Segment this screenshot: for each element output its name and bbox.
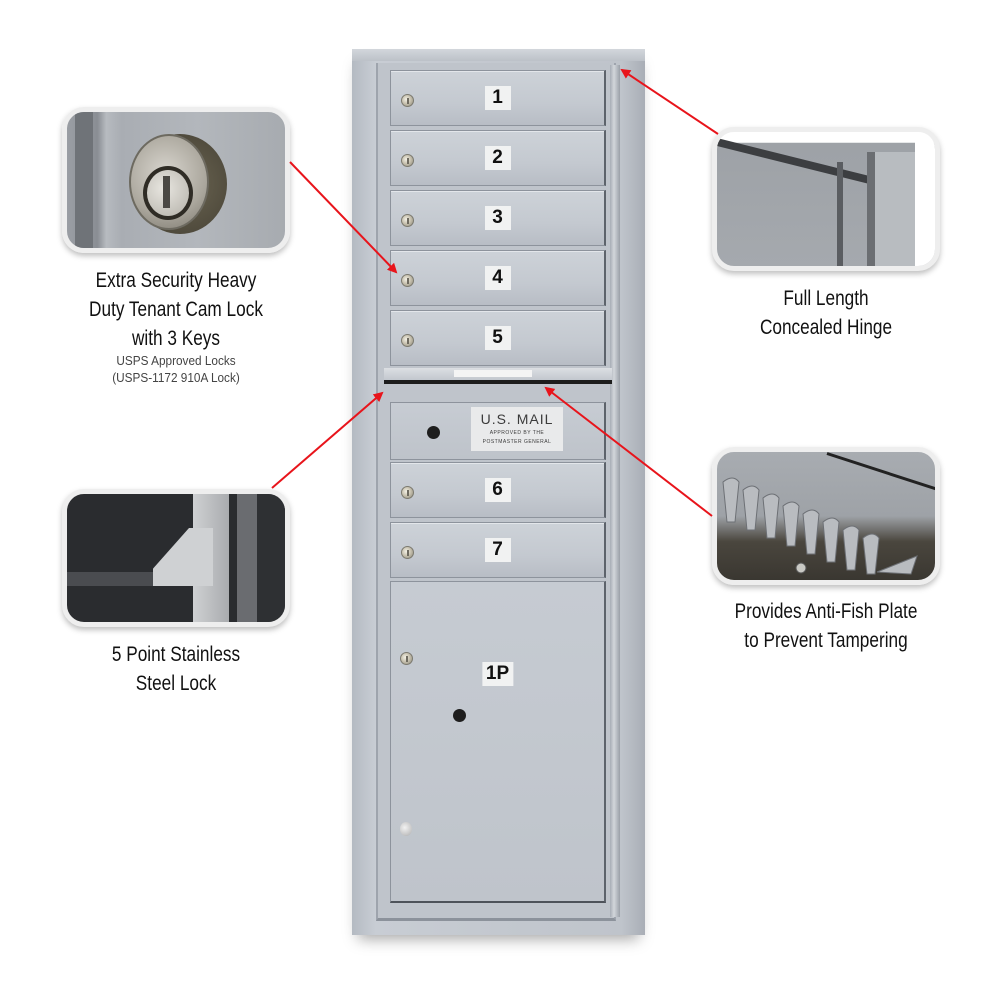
us-mail-plate: U.S. MAIL APPROVED BY THE POSTMASTER GEN… bbox=[471, 407, 563, 451]
mailbox-door-6[interactable]: 6 bbox=[390, 462, 606, 518]
unit-top-trim bbox=[352, 49, 645, 61]
caption-cam-lock: Extra Security Heavy Duty Tenant Cam Loc… bbox=[64, 266, 287, 387]
frame-shadow bbox=[257, 494, 285, 622]
door-number: 5 bbox=[484, 326, 511, 350]
hinge-edge bbox=[867, 152, 875, 266]
lock-bezel-icon bbox=[129, 134, 209, 230]
key-slot bbox=[163, 176, 170, 208]
cam-lock-photo bbox=[62, 107, 290, 253]
slot-sticker bbox=[454, 370, 532, 377]
frame-edge bbox=[75, 112, 93, 248]
anti-fish-teeth-icon bbox=[722, 477, 918, 575]
us-mail-subtitle-1: APPROVED BY THE bbox=[489, 430, 545, 436]
cam-lock-icon bbox=[401, 214, 414, 227]
caption-anti-fish: Provides Anti-Fish Plate to Prevent Tamp… bbox=[706, 597, 945, 655]
caption-stainless-lock: 5 Point Stainless Steel Lock bbox=[64, 640, 287, 698]
parcel-number: 1P bbox=[481, 662, 514, 686]
caption-line: Duty Tenant Cam Lock bbox=[89, 298, 263, 321]
screw-icon bbox=[795, 562, 807, 574]
caption-subline: USPS Approved Locks bbox=[116, 354, 236, 368]
lock-cylinder bbox=[147, 170, 189, 216]
rivet-icon bbox=[400, 822, 412, 836]
door-number: 2 bbox=[484, 146, 511, 170]
keyhole-icon bbox=[427, 426, 440, 439]
caption-line: Steel Lock bbox=[135, 672, 217, 695]
stainless-lock-photo bbox=[62, 489, 290, 627]
mailbox-unit: 1 2 3 4 5 U.S. MAIL APPROVED BY THE POST… bbox=[352, 49, 645, 935]
mailbox-door-4[interactable]: 4 bbox=[390, 250, 606, 306]
caption-line: Provides Anti-Fish Plate bbox=[734, 600, 918, 623]
caption-line: to Prevent Tampering bbox=[744, 629, 908, 652]
cam-lock-icon bbox=[401, 154, 414, 167]
caption-hinge: Full Length Concealed Hinge bbox=[714, 284, 937, 342]
cam-lock-icon bbox=[401, 334, 414, 347]
door-number: 6 bbox=[484, 478, 511, 502]
parcel-locker-door[interactable]: 1P bbox=[390, 581, 606, 903]
keyhole-icon bbox=[453, 709, 466, 722]
door-number: 1 bbox=[484, 86, 511, 110]
caption-line: Full Length bbox=[783, 287, 869, 310]
mailbox-door-7[interactable]: 7 bbox=[390, 522, 606, 578]
cam-lock-icon bbox=[400, 652, 413, 665]
caption-subline: (USPS-1172 910A Lock) bbox=[112, 371, 240, 385]
frame-rail bbox=[237, 494, 257, 622]
hinge-bg bbox=[915, 132, 935, 266]
door-number: 7 bbox=[484, 538, 511, 562]
caption-line: with 3 Keys bbox=[131, 327, 221, 350]
mailbox-door-1[interactable]: 1 bbox=[390, 70, 606, 126]
mailbox-door-5[interactable]: 5 bbox=[390, 310, 606, 366]
anti-fish-slot-plate bbox=[384, 368, 612, 384]
cam-lock-icon bbox=[401, 546, 414, 559]
hinge-frame bbox=[875, 152, 915, 266]
us-mail-title: U.S. MAIL bbox=[480, 411, 554, 427]
caption-line: Extra Security Heavy bbox=[95, 269, 257, 292]
mailbox-door-2[interactable]: 2 bbox=[390, 130, 606, 186]
latch-hook-icon bbox=[153, 528, 213, 586]
caption-line: Concealed Hinge bbox=[759, 316, 893, 339]
cam-lock-icon bbox=[401, 94, 414, 107]
hinge-photo bbox=[712, 127, 940, 271]
cam-lock-icon bbox=[401, 274, 414, 287]
concealed-hinge bbox=[610, 65, 620, 917]
outgoing-mail-door[interactable]: U.S. MAIL APPROVED BY THE POSTMASTER GEN… bbox=[390, 402, 606, 460]
anti-fish-plate-photo bbox=[712, 447, 940, 585]
caption-line: 5 Point Stainless bbox=[111, 643, 241, 666]
lock-core-ring bbox=[143, 166, 193, 220]
door-number: 3 bbox=[484, 206, 511, 230]
us-mail-subtitle-2: POSTMASTER GENERAL bbox=[482, 439, 552, 445]
hinge-seam bbox=[837, 162, 843, 266]
door-number: 4 bbox=[484, 266, 511, 290]
mailbox-door-3[interactable]: 3 bbox=[390, 190, 606, 246]
cam-lock-icon bbox=[401, 486, 414, 499]
